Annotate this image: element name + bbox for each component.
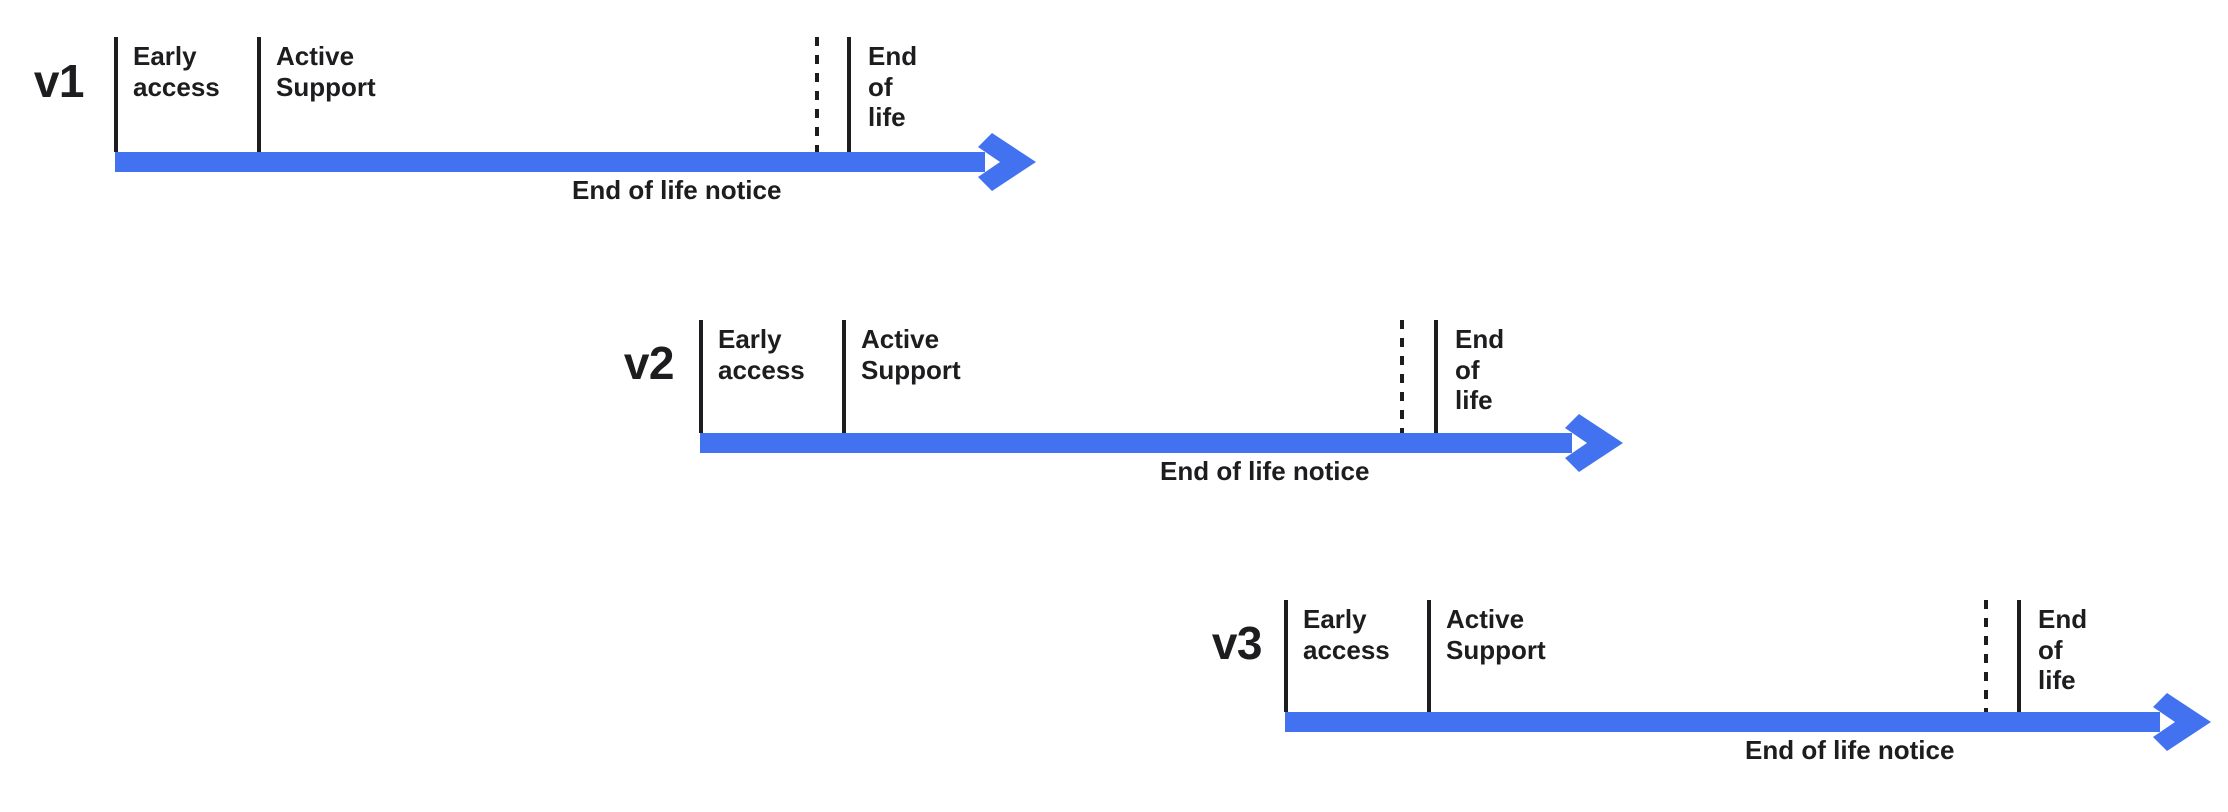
version-label-v2: v2 <box>623 337 675 389</box>
version-label-v3: v3 <box>1211 617 1263 669</box>
timeline-arrow-head-icon <box>1565 414 1623 472</box>
end-of-life-notice-label: End of life notice <box>1160 456 1370 486</box>
divider-end-of-life-notice-marker <box>1984 600 1988 712</box>
phase-label-active-support: Active Support <box>861 324 961 385</box>
end-of-life-notice-label: End of life notice <box>572 175 782 205</box>
divider-end-of-life-start <box>2017 600 2021 712</box>
timeline-arrow-shaft <box>1285 712 2160 732</box>
divider-end-of-life-notice-marker <box>1400 320 1404 433</box>
phase-label-early-access: Early access <box>133 41 220 102</box>
timeline-arrow-shaft <box>700 433 1572 453</box>
divider-early-access-start <box>699 320 703 433</box>
divider-active-support-start <box>257 37 261 152</box>
divider-active-support-start <box>842 320 846 433</box>
phase-label-active-support: Active Support <box>1446 604 1546 665</box>
divider-active-support-start <box>1427 600 1431 712</box>
phase-label-end-of-life: End of life <box>2038 604 2088 696</box>
timeline-arrow-head-icon <box>978 133 1036 191</box>
end-of-life-notice-label: End of life notice <box>1745 735 1955 765</box>
phase-label-active-support: Active Support <box>276 41 376 102</box>
timeline-arrow-shaft <box>115 152 985 172</box>
divider-end-of-life-notice-marker <box>815 37 819 152</box>
phase-label-end-of-life: End of life <box>1455 324 1505 416</box>
divider-early-access-start <box>114 37 118 152</box>
divider-end-of-life-start <box>847 37 851 152</box>
phase-label-early-access: Early access <box>1303 604 1390 665</box>
version-label-v1: v1 <box>33 55 85 107</box>
divider-early-access-start <box>1284 600 1288 712</box>
divider-end-of-life-start <box>1434 320 1438 433</box>
phase-label-early-access: Early access <box>718 324 805 385</box>
phase-label-end-of-life: End of life <box>868 41 918 133</box>
timeline-arrow-head-icon <box>2153 693 2211 751</box>
